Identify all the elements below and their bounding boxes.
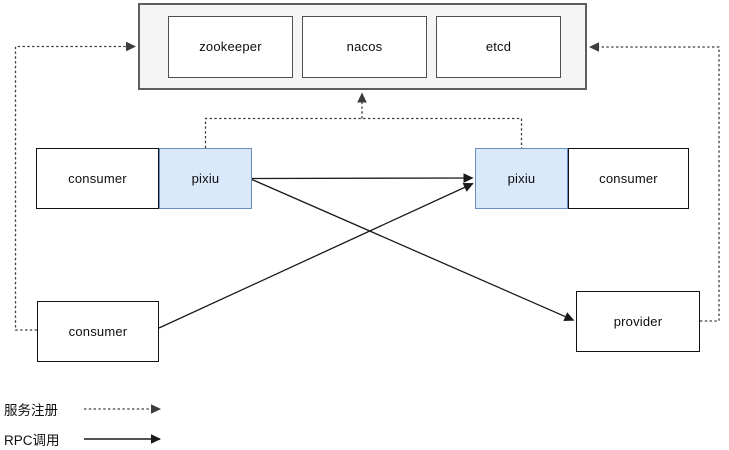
node-pixiu-right: pixiu <box>475 148 568 209</box>
node-consumer-left-label: consumer <box>68 171 127 186</box>
node-pixiu-right-label: pixiu <box>507 171 536 186</box>
node-etcd: etcd <box>436 15 561 78</box>
node-nacos-label: nacos <box>346 39 383 54</box>
node-pixiu-left: pixiu <box>159 148 252 209</box>
node-consumer-bottom-label: consumer <box>68 324 128 339</box>
edge-rpc-pixiu-left-to-pixiu-right <box>251 173 474 183</box>
registry-container: zookeeper nacos etcd <box>138 3 587 90</box>
node-zookeeper: zookeeper <box>168 15 293 78</box>
node-provider-label: provider <box>613 314 663 329</box>
legend-dashed-arrow-icon <box>84 404 161 414</box>
node-nacos: nacos <box>302 15 427 78</box>
node-consumer-left: consumer <box>36 148 159 209</box>
legend-rpc-call-label: RPC调用 <box>4 433 60 448</box>
edge-register-pixiu-bus <box>204 117 523 148</box>
node-consumer-bottom: consumer <box>37 301 159 362</box>
legend-solid-arrow-icon <box>84 434 161 444</box>
legend-service-register-label: 服务注册 <box>4 403 58 418</box>
node-consumer-right: consumer <box>568 148 689 209</box>
node-etcd-label: etcd <box>485 39 512 54</box>
node-consumer-right-label: consumer <box>599 171 658 186</box>
node-provider: provider <box>576 291 700 352</box>
legend-row-rpc-call: RPC调用 <box>4 431 172 448</box>
node-zookeeper-label: zookeeper <box>199 39 262 54</box>
legend-row-service-register: 服务注册 <box>4 401 172 418</box>
node-pixiu-left-label: pixiu <box>191 171 220 186</box>
